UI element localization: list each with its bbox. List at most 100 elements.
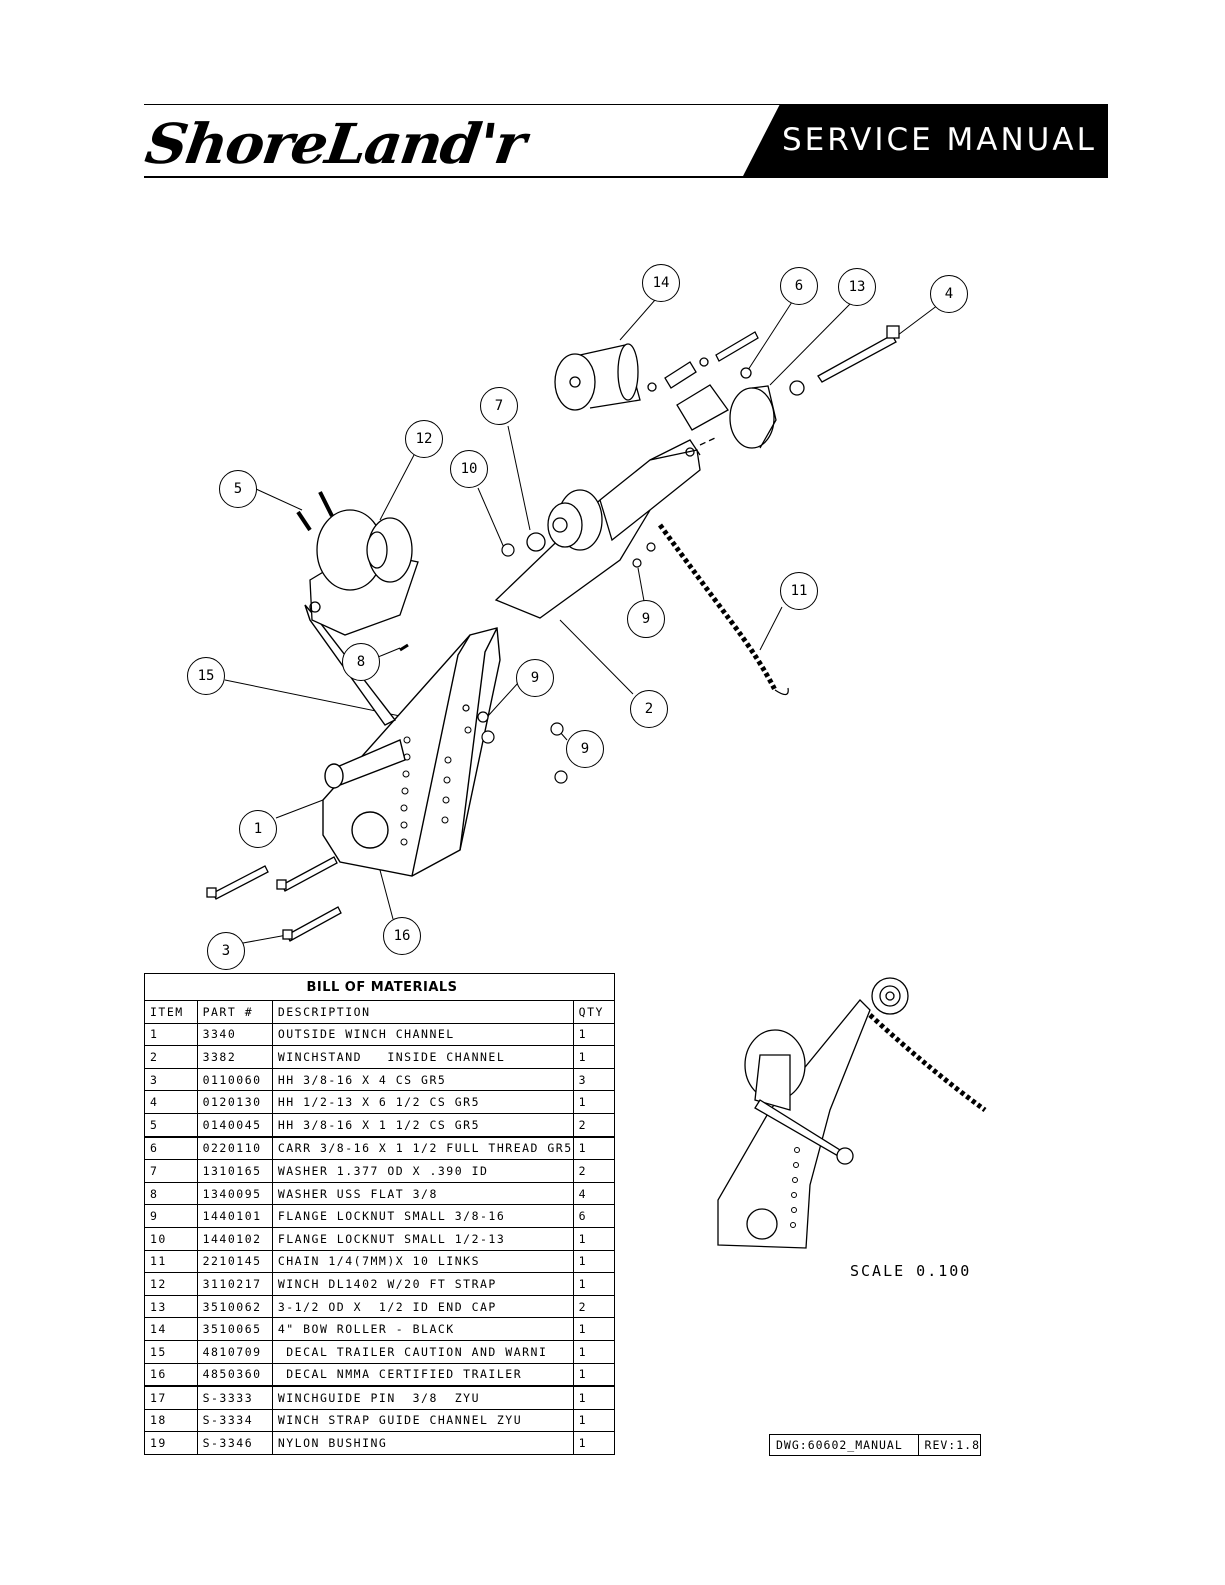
callout-14: 14 [642,264,680,302]
bom-description-cell: OUTSIDE WINCH CHANNEL [271,1022,574,1047]
bom-item-cell: 1 [144,1022,198,1047]
bom-qty-cell: 6 [572,1204,616,1228]
bom-qty-cell: 4 [572,1181,616,1206]
bom-item-cell: 10 [144,1226,198,1251]
bom-part-cell: 3382 [196,1045,273,1069]
bom-part-cell: 0110060 [196,1067,273,1092]
callout-15: 15 [187,657,225,695]
bom-part-cell: 4810709 [196,1339,273,1364]
bom-header-row: ITEM PART # DESCRIPTION QTY [144,1000,616,1024]
callout-16: 16 [383,917,421,955]
bom-description-cell: WASHER USS FLAT 3/8 [271,1181,574,1206]
bom-description-cell: WINCH STRAP GUIDE CHANNEL ZYU [271,1408,574,1433]
bom-qty-cell: 1 [572,1090,616,1114]
header-top-rule [144,104,784,105]
bom-description-cell: WINCHSTAND INSIDE CHANNEL [271,1045,574,1069]
bom-description-cell: HH 3/8-16 X 4 CS GR5 [271,1067,574,1092]
bom-description-cell: WINCH DL1402 W/20 FT STRAP [271,1272,574,1296]
drawing-revision: REV:1.8 [924,1438,980,1452]
bom-item-cell: 8 [144,1181,198,1206]
bom-part-cell: 1440102 [196,1226,273,1251]
scale-label: SCALE 0.100 [850,1262,972,1280]
callout-8: 8 [342,643,380,681]
bom-item-cell: 16 [144,1362,198,1387]
bom-item-cell: 12 [144,1272,198,1296]
bom-description-cell: 3-1/2 OD X 1/2 ID END CAP [271,1294,574,1319]
callout-4: 4 [930,275,968,313]
carriage-bolts-item-3 [206,856,342,942]
bom-description-cell: NYLON BUSHING [271,1431,574,1455]
bom-part-cell: 0140045 [196,1112,273,1138]
bom-part-cell: 3110217 [196,1272,273,1296]
decal-strip [399,643,409,652]
bom-qty-cell: 1 [572,1431,616,1455]
callout-10: 10 [450,450,488,488]
bom-qty-cell: 1 [572,1317,616,1341]
header-rule [144,176,1108,178]
bom-qty-cell: 1 [572,1045,616,1069]
callout-6: 6 [780,267,818,305]
bom-part-cell: 3510062 [196,1294,273,1319]
bom-item-cell: 18 [144,1408,198,1433]
callout-3: 3 [207,932,245,970]
service-manual-banner [742,104,1108,178]
bom-description-cell: HH 1/2-13 X 6 1/2 CS GR5 [271,1090,574,1114]
callout-2: 2 [630,690,668,728]
bom-item-cell: 4 [144,1090,198,1114]
bom-part-cell: S-3334 [196,1408,273,1433]
bom-qty-cell: 1 [572,1408,616,1433]
bom-part-cell: 0220110 [196,1135,273,1161]
bom-description-cell: WASHER 1.377 OD X .390 ID [271,1159,574,1183]
bom-qty-cell: 1 [572,1135,616,1161]
bom-description-cell: CHAIN 1/4(7MM)X 10 LINKS [271,1249,574,1274]
bom-qty-cell: 1 [572,1022,616,1047]
adjustment-holes [400,726,472,846]
bom-description-cell: CARR 3/8-16 X 1 1/2 FULL THREAD GR5 [271,1135,574,1161]
bom-part-cell: 0120130 [196,1090,273,1114]
bom-item-cell: 17 [144,1385,198,1410]
bom-header-part: PART # [196,1000,273,1024]
bom-description-cell: HH 3/8-16 X 1 1/2 CS GR5 [271,1112,574,1138]
callout-1: 1 [239,810,277,848]
bom-description-cell: 4" BOW ROLLER - BLACK [271,1317,574,1341]
locknuts [462,542,656,784]
callout-12: 12 [405,420,443,458]
bom-qty-cell: 1 [572,1385,616,1410]
callout-9-a: 9 [627,600,665,638]
bom-part-cell: 4850360 [196,1362,273,1387]
bom-part-cell: 3340 [196,1022,273,1047]
bom-part-cell: 2210145 [196,1249,273,1274]
inside-winch-channel [494,439,701,619]
bom-item-cell: 3 [144,1067,198,1092]
banner-title: SERVICE MANUAL [782,122,1097,158]
bom-qty-cell: 1 [572,1226,616,1251]
bom-item-cell: 6 [144,1135,198,1161]
bom-item-cell: 5 [144,1112,198,1138]
callout-5: 5 [219,470,257,508]
safety-chain [657,523,789,696]
bom-qty-cell: 2 [572,1294,616,1319]
bom-item-cell: 11 [144,1249,198,1274]
callout-9-b: 9 [516,659,554,697]
leader-lines [224,299,939,944]
bom-item-cell: 14 [144,1317,198,1341]
bom-qty-cell: 2 [572,1112,616,1138]
bom-description-cell: WINCHGUIDE PIN 3/8 ZYU [271,1385,574,1410]
bom-part-cell: S-3346 [196,1431,273,1455]
callout-9-c: 9 [566,730,604,768]
bom-item-cell: 7 [144,1159,198,1183]
